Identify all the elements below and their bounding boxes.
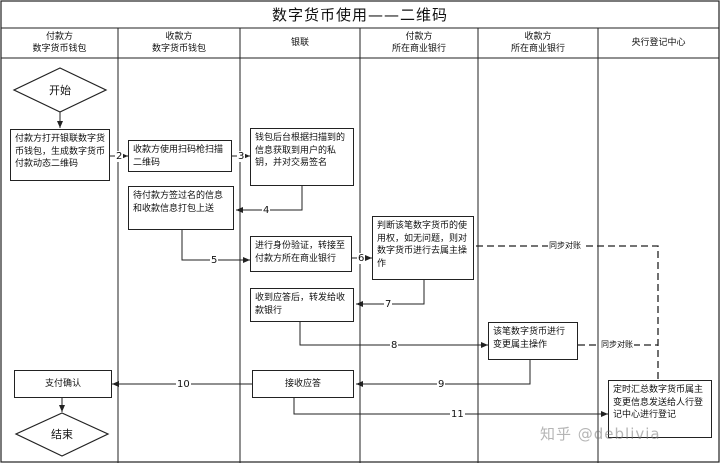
step-number-2: 2 xyxy=(115,151,124,162)
lane-header-line1: 付款方 xyxy=(45,32,73,42)
step-number-5: 5 xyxy=(210,255,219,266)
lane-header-payer-wallet: 付款方 数字货币钱包 xyxy=(1,28,118,58)
lane-header-line1: 收款方 xyxy=(165,32,193,42)
connectors xyxy=(57,112,608,417)
lane-header-unionpay: 银联 xyxy=(240,28,360,58)
node-payer-bank-judge: 判断该笔数字货币的使用权，如无问题，则对数字货币进行去属主操作 xyxy=(372,216,474,280)
start-label: 开始 xyxy=(49,84,71,97)
lane-header-central-register: 央行登记中心 xyxy=(598,28,719,58)
lane-header-payee-wallet: 收款方 数字货币钱包 xyxy=(118,28,240,58)
step-number-3: 3 xyxy=(237,151,246,162)
lane-header-line1: 付款方 xyxy=(405,32,433,42)
lane-header-line1: 央行登记中心 xyxy=(631,38,686,48)
step-number-9: 9 xyxy=(437,379,446,390)
step-number-7: 7 xyxy=(384,299,393,310)
lane-header-line2: 数字货币钱包 xyxy=(32,44,87,54)
lane-header-line1: 银联 xyxy=(290,38,309,48)
lane-header-line2: 数字货币钱包 xyxy=(151,44,206,54)
node-central-register: 定时汇总数字货币属主变更信息发送给人行登记中心进行登记 xyxy=(608,380,712,438)
step-number-6: 6 xyxy=(357,253,366,264)
step-number-8: 8 xyxy=(390,340,399,351)
lane-header-payer-bank: 付款方 所在商业银行 xyxy=(360,28,478,58)
node-payment-confirm: 支付确认 xyxy=(14,370,112,398)
lane-header-line1: 收款方 xyxy=(524,32,552,42)
end-diamond xyxy=(14,412,110,457)
node-unionpay-forward: 收到应答后，转发给收款银行 xyxy=(250,288,354,322)
node-payee-scan: 收款方使用扫码枪扫描二维码 xyxy=(128,140,232,172)
node-unionpay-receive: 接收应答 xyxy=(252,370,354,398)
page-title: 数字货币使用——二维码 xyxy=(271,5,448,24)
step-number-11: 11 xyxy=(450,409,465,420)
node-payer-open-wallet: 付款方打开银联数字货币钱包，生成数字货币付款动态二维码 xyxy=(10,129,110,181)
sync-label-upper: 同步对账 xyxy=(548,241,582,251)
end-label: 结束 xyxy=(51,428,73,441)
node-wallet-sign: 钱包后台根据扫描到的信息获取到用户的私钥，并对交易签名 xyxy=(250,128,354,186)
sync-label-lower: 同步对账 xyxy=(600,340,634,350)
lane-header-payee-bank: 收款方 所在商业银行 xyxy=(478,28,598,58)
step-number-4: 4 xyxy=(262,205,271,216)
node-payee-package: 待付款方签过名的信息和收款信息打包上送 xyxy=(128,186,234,230)
watermark: 知乎 @deblivia xyxy=(540,425,661,443)
node-payee-bank-change-owner: 该笔数字货币进行变更属主操作 xyxy=(488,322,578,360)
lane-header-line2: 所在商业银行 xyxy=(510,44,565,54)
lane-header-line2: 所在商业银行 xyxy=(391,44,446,54)
step-number-10: 10 xyxy=(176,379,191,390)
node-unionpay-verify: 进行身份验证，转接至付款方所在商业银行 xyxy=(250,236,352,272)
